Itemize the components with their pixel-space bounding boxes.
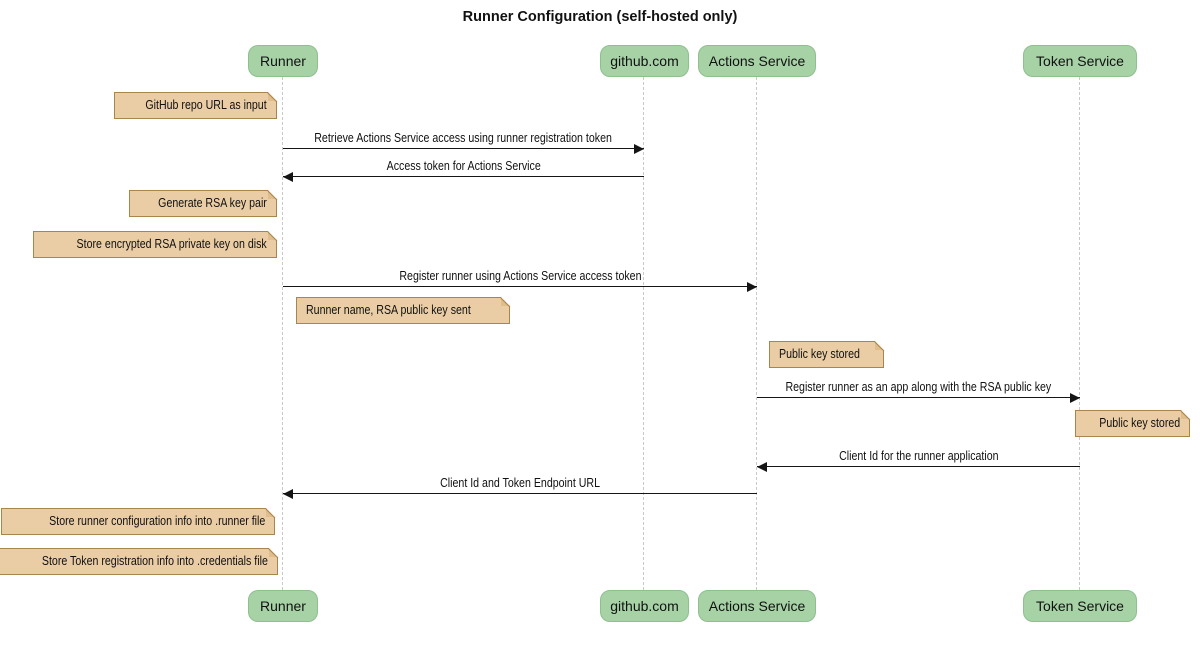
message-register-runner-app: Register runner as an app along with the… [757,380,1080,403]
note-store-private-key: Store encrypted RSA private key on disk [33,231,277,258]
arrowhead-right-icon [1070,393,1080,403]
actor-token-service-top: Token Service [1023,45,1137,77]
actor-github-top: github.com [600,45,689,77]
message-client-id: Client Id for the runner application [757,449,1080,472]
note-runner-name-sent: Runner name, RSA public key sent [296,297,510,324]
message-client-id-endpoint: Client Id and Token Endpoint URL [283,476,757,499]
message-label: Register runner as an app along with the… [785,380,1052,394]
diagram-title: Runner Configuration (self-hosted only) [462,9,738,25]
message-arrow-line [757,462,1080,472]
arrowhead-left-icon [283,489,293,499]
message-label: Register runner using Actions Service ac… [398,269,642,283]
message-retrieve-actions-access: Retrieve Actions Service access using ru… [283,131,644,154]
arrowhead-right-icon [747,282,757,292]
actor-runner-top: Runner [248,45,318,77]
arrowhead-left-icon [757,462,767,472]
actor-github-bottom: github.com [600,590,689,622]
actor-actions-service-top: Actions Service [698,45,816,77]
note-public-key-stored-actions: Public key stored [769,341,885,368]
message-label: Access token for Actions Service [386,159,541,173]
note-public-key-stored-token: Public key stored [1074,410,1190,437]
message-label: Client Id for the runner application [838,449,999,463]
note-github-repo-url: GitHub repo URL as input [114,92,277,119]
message-arrow-line [283,172,644,182]
actor-actions-service-bottom: Actions Service [698,590,816,622]
message-arrow-line [283,282,757,292]
note-store-credentials-file: Store Token registration info into .cred… [0,548,278,575]
message-access-token: Access token for Actions Service [283,159,644,182]
actor-token-service-bottom: Token Service [1023,590,1137,622]
lifeline-actions-service [756,77,757,590]
actor-runner-bottom: Runner [248,590,318,622]
message-arrow-line [757,393,1080,403]
message-register-runner: Register runner using Actions Service ac… [283,269,757,292]
message-label: Retrieve Actions Service access using ru… [314,131,613,145]
arrowhead-left-icon [283,172,293,182]
lifeline-token-service [1079,77,1080,590]
message-label: Client Id and Token Endpoint URL [440,476,600,490]
lifeline-runner [282,77,283,590]
message-arrow-line [283,489,757,499]
message-arrow-line [283,144,644,154]
note-generate-rsa: Generate RSA key pair [129,190,277,217]
lifeline-github [643,77,644,590]
arrowhead-right-icon [634,144,644,154]
note-store-runner-file: Store runner configuration info into .ru… [0,508,275,535]
